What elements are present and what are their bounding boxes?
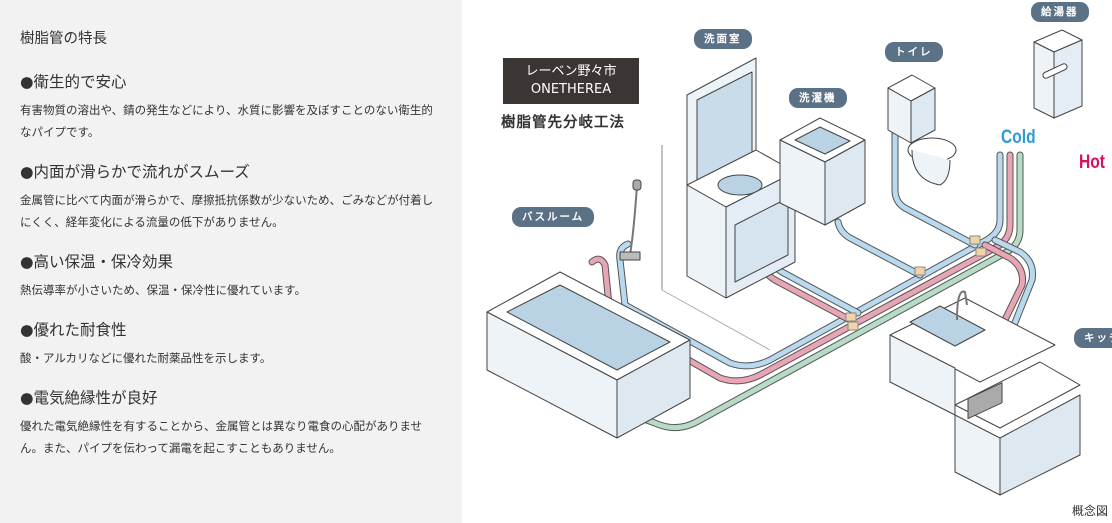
label-water-heater: 給湯器 <box>1031 2 1089 22</box>
piping-illustration <box>486 29 1083 496</box>
bathtub <box>486 271 691 439</box>
toilet <box>887 74 957 186</box>
label-washing-machine: 洗濯機 <box>789 88 847 108</box>
feature-heading: ●衛生的で安心 <box>20 73 127 91</box>
features-panel: 樹脂管の特長 ●衛生的で安心 有害物質の溶出や、錆の発生などにより、水質に影響を… <box>0 0 462 523</box>
feature-smooth-flow: ●内面が滑らかで流れがスムーズ 金属管に比べて内面が滑らかで、摩擦抵抗係数が少な… <box>20 161 442 233</box>
brand-name: レーベン野々市 <box>525 64 617 79</box>
brand-subname: ONETHEREA <box>530 82 612 97</box>
feature-heading: ●内面が滑らかで流れがスムーズ <box>20 163 250 181</box>
brand-logo-box: レーベン野々市 ONETHEREA <box>503 58 639 104</box>
feature-heading: ●高い保温・保冷効果 <box>20 253 174 271</box>
feature-body: 酸・アルカリなどに優れた耐薬品性を示します。 <box>20 351 272 365</box>
feature-electrical-insulation: ●電気絶縁性が良好 優れた電気絶縁性を有することから、金属管とは異なり電食の心配… <box>20 387 442 459</box>
feature-hygienic: ●衛生的で安心 有害物質の溶出や、錆の発生などにより、水質に影響を及ぼすことのな… <box>20 71 442 143</box>
feature-body: 優れた電気絶縁性を有することから、金属管とは異なり電食の心配がありません。また、… <box>20 419 423 455</box>
feature-body: 有害物質の溶出や、錆の発生などにより、水質に影響を及ぼすことのない衛生的なパイプ… <box>20 103 433 139</box>
label-kitchen: キッチン <box>1074 328 1112 348</box>
pipe-joints <box>845 235 987 331</box>
cold-label: Cold <box>1001 127 1036 148</box>
hot-label: Hot <box>1079 152 1105 173</box>
label-washroom: 洗面室 <box>694 29 752 49</box>
panel-title: 樹脂管の特長 <box>20 31 107 47</box>
piping-diagram: 洗面室 洗濯機 トイレ 給湯器 バスルーム キッチン <box>462 0 1112 523</box>
feature-heading: ●電気絶縁性が良好 <box>20 389 158 407</box>
concept-caption: 概念図 <box>1071 504 1108 518</box>
feature-insulation: ●高い保温・保冷効果 熱伝導率が小さいため、保温・保冷性に優れています。 <box>20 251 442 301</box>
method-title: 樹脂管先分岐工法 <box>501 115 625 131</box>
water-heater <box>1033 29 1083 119</box>
pipe-cold <box>617 152 1003 369</box>
feature-body: 金属管に比べて内面が滑らかで、摩擦抵抗係数が少ないため、ごみなどが付着しにくく、… <box>20 193 434 229</box>
pipe-green <box>617 152 1023 431</box>
label-bathroom: バスルーム <box>512 207 595 227</box>
pipe-hot <box>589 152 1013 384</box>
feature-corrosion: ●優れた耐食性 酸・アルカリなどに優れた耐薬品性を示します。 <box>20 319 442 369</box>
feature-body: 熱伝導率が小さいため、保温・保冷性に優れています。 <box>20 283 307 297</box>
washroom-vanity <box>686 57 796 299</box>
feature-heading: ●優れた耐食性 <box>20 321 127 339</box>
washing-machine <box>779 117 866 226</box>
floor-line <box>661 289 771 351</box>
kitchen-counter <box>889 290 1081 496</box>
label-toilet: トイレ <box>885 42 943 62</box>
shower <box>619 179 642 261</box>
